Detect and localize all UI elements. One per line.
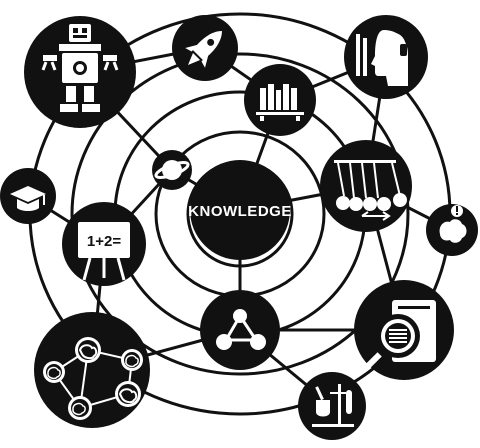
- planet-node: [152, 150, 192, 190]
- brain-idea-icon: [439, 205, 467, 243]
- ring-4: [70, 52, 410, 376]
- rocket-icon: [185, 31, 222, 68]
- molecule-icon: [216, 309, 266, 350]
- headset-user-icon: [356, 30, 408, 86]
- chalkboard-text: 1+2=: [87, 233, 121, 250]
- center-label: KNOWLEDGE: [188, 203, 292, 220]
- newtons-cradle-icon: [334, 160, 407, 221]
- headset-user-node: [344, 15, 428, 99]
- graduation-cap-node: [0, 168, 56, 224]
- lab-equipment-node: [298, 372, 366, 440]
- chalkboard-icon: 1+2=: [78, 222, 130, 281]
- center-node: KNOWLEDGE: [188, 160, 292, 260]
- lab-equipment-icon: [312, 384, 354, 427]
- molecule-node: [200, 290, 280, 370]
- newtons-cradle-node: [320, 140, 412, 232]
- graduation-cap-icon: [10, 186, 46, 211]
- chalkboard-node: 1+2=: [62, 202, 146, 286]
- robot-node: [24, 16, 136, 128]
- magnifier-book-icon: [366, 300, 436, 368]
- bookshelf-node: [244, 64, 316, 136]
- brain-network-icon: [43, 337, 143, 420]
- bookshelf-icon: [256, 84, 304, 121]
- robot-icon: [41, 24, 119, 112]
- magnifier-book-node: [354, 280, 454, 380]
- rocket-node: [172, 15, 238, 81]
- brain-network-node: [34, 312, 150, 428]
- brain-idea-node: [426, 204, 478, 256]
- planet-icon: [154, 160, 190, 180]
